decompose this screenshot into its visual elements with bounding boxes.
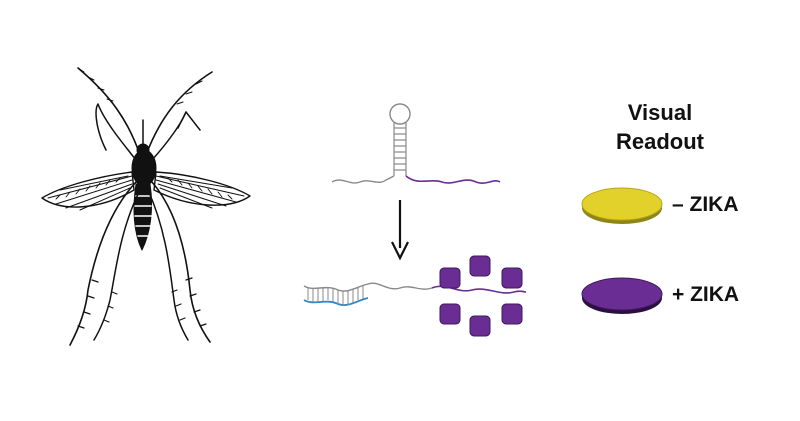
mosquito-icon (41, 67, 251, 346)
negative-result-disc (581, 187, 663, 224)
protein-block (439, 303, 461, 325)
positive-result-disc (581, 277, 663, 314)
hairpin-stem (393, 122, 407, 176)
visual-readout-panel: Visual Readout – ZIKA + ZIKA (581, 100, 739, 314)
protein-block (469, 315, 491, 337)
sensor-strand-left (331, 175, 395, 184)
protein-block (469, 255, 491, 277)
readout-title-line2: Readout (616, 129, 705, 154)
base-pair-ticks (307, 285, 364, 305)
expressed-protein-cluster (439, 255, 523, 337)
protein-block (439, 267, 461, 289)
protein-block (501, 303, 523, 325)
sensor-strand-right-coding (405, 175, 501, 184)
positive-zika-label: + ZIKA (672, 283, 739, 306)
toehold-sensor-rna (331, 103, 501, 184)
negative-zika-label: – ZIKA (672, 193, 739, 216)
activated-sensor-complex (303, 282, 527, 306)
readout-title-line1: Visual (628, 100, 692, 125)
arrow-down-icon (391, 200, 409, 261)
protein-block (501, 267, 523, 289)
hairpin-loop (389, 103, 411, 125)
